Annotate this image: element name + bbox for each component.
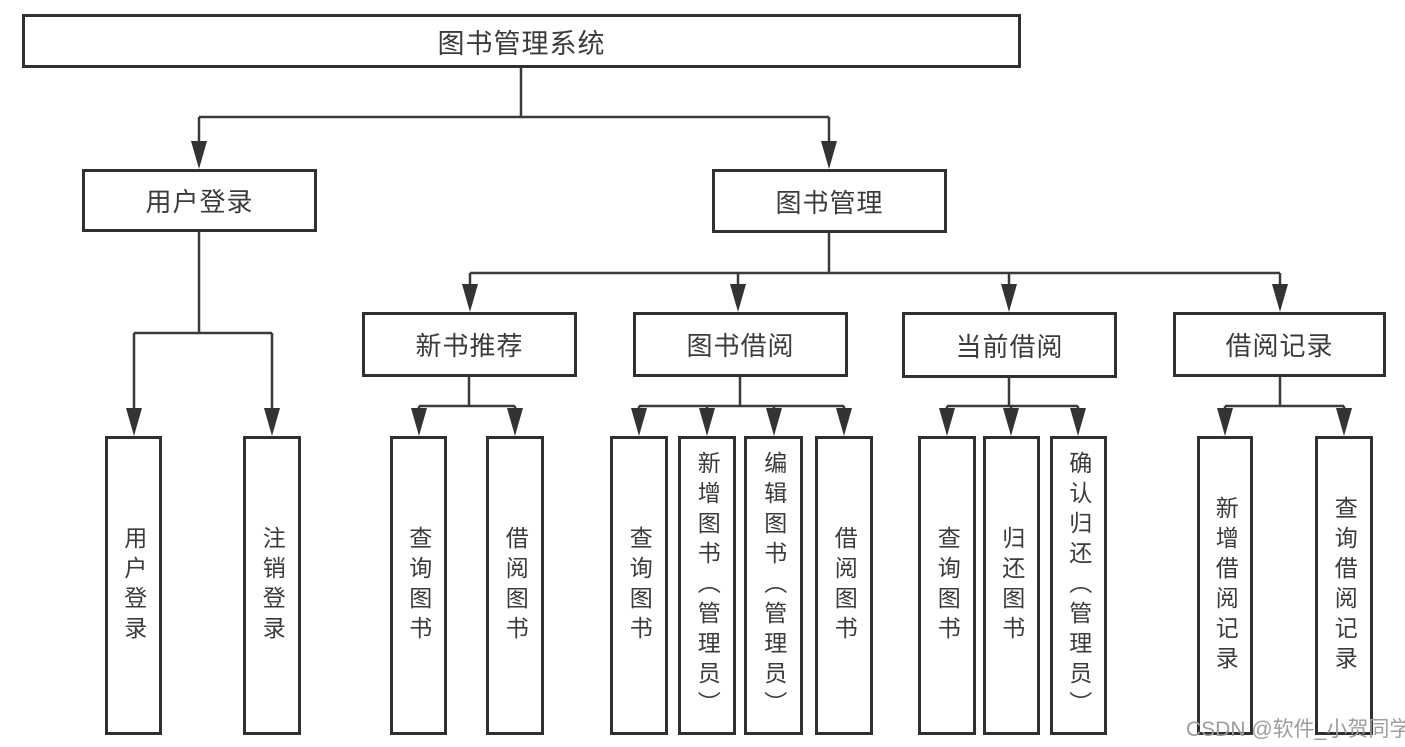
- leaf-borrow-books: 借阅图书: [815, 436, 873, 735]
- node-book-borrowing: 图书借阅: [633, 312, 848, 377]
- leaf-query-books-recommend: 查询图书: [390, 436, 447, 735]
- connector-edges: [132, 68, 1346, 412]
- leaf-return-books: 归还图书: [983, 436, 1040, 735]
- node-library-management-system: 图书管理系统: [22, 14, 1021, 68]
- leaf-confirm-return-admin: 确认归还（管理员）: [1050, 436, 1107, 735]
- leaf-query-borrow-record: 查询借阅记录: [1315, 436, 1373, 735]
- leaf-logout: 注销登录: [243, 436, 301, 735]
- node-new-book-recommendation: 新书推荐: [362, 312, 577, 377]
- leaf-edit-books-admin: 编辑图书（管理员）: [744, 436, 803, 735]
- node-borrowing-records: 借阅记录: [1173, 312, 1386, 377]
- node-user-login: 用户登录: [82, 169, 317, 232]
- leaf-query-books-current: 查询图书: [918, 436, 976, 735]
- arrowhead-down-icons: [126, 141, 1352, 436]
- leaf-query-books-borrowing: 查询图书: [610, 436, 668, 735]
- leaf-user-login: 用户登录: [105, 436, 162, 735]
- leaf-add-borrow-record: 新增借阅记录: [1197, 436, 1253, 735]
- leaf-borrow-books-recommend: 借阅图书: [486, 436, 544, 735]
- csdn-watermark: CSDN @软件_小贺同学: [1186, 718, 1405, 741]
- leaf-add-books-admin: 新增图书（管理员）: [678, 436, 736, 735]
- node-book-management: 图书管理: [712, 169, 947, 233]
- node-current-borrowing: 当前借阅: [902, 312, 1117, 378]
